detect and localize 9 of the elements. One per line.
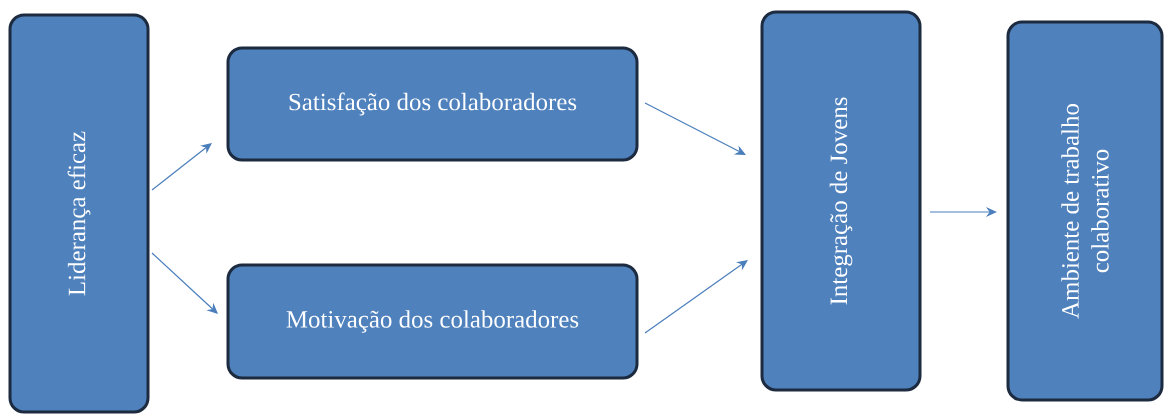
process-box: Ambiente de trabalho colaborativo — [1006, 20, 1164, 402]
arrow — [151, 252, 218, 314]
arrow — [644, 260, 748, 334]
arrow — [644, 102, 746, 155]
arrow — [151, 143, 212, 191]
process-box: Motivação dos colaboradores — [226, 263, 639, 380]
process-box: Satisfação dos colaboradores — [226, 46, 639, 162]
process-box: Liderança eficaz — [8, 13, 150, 414]
process-box: Integração de Jovens — [760, 10, 922, 392]
